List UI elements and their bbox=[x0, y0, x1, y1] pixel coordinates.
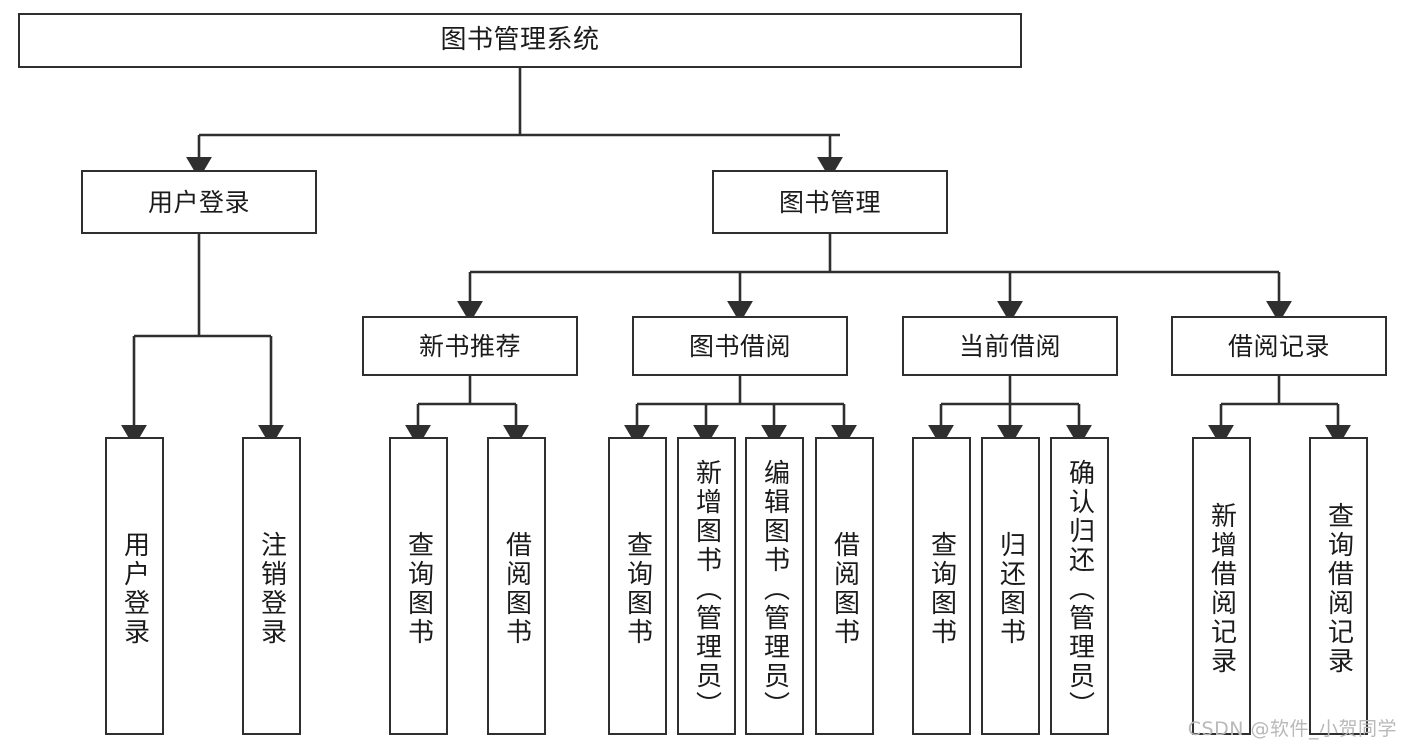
csdn-watermark: CSDN @软件_小贺同学 bbox=[1187, 718, 1397, 740]
leaf-borrow-record-add[interactable]: 新增借阅记录 bbox=[1192, 437, 1251, 735]
node-current-borrow[interactable]: 当前借阅 bbox=[902, 316, 1118, 376]
leaf-book-borrow-add[interactable]: 新增图书（管理员） bbox=[677, 437, 736, 735]
node-label: 新增借阅记录 bbox=[1206, 502, 1237, 676]
node-book-borrow[interactable]: 图书借阅 bbox=[632, 316, 848, 376]
node-label: 查询图书 bbox=[403, 531, 434, 647]
leaf-current-borrow-query[interactable]: 查询图书 bbox=[912, 437, 971, 735]
node-label: 查询借阅记录 bbox=[1323, 502, 1354, 676]
node-borrow-record[interactable]: 借阅记录 bbox=[1171, 316, 1387, 376]
leaf-user-login-logout[interactable]: 注销登录 bbox=[242, 437, 301, 735]
node-book-management-system[interactable]: 图书管理系统 bbox=[18, 13, 1022, 68]
leaf-user-login-login[interactable]: 用户登录 bbox=[105, 437, 164, 735]
node-label: 归还图书 bbox=[995, 531, 1026, 647]
node-label: 用户登录 bbox=[119, 531, 150, 647]
node-label: 查询图书 bbox=[622, 531, 653, 647]
node-label: 查询图书 bbox=[926, 531, 957, 647]
node-label: 编辑图书（管理员） bbox=[759, 458, 790, 720]
node-label: 图书管理 bbox=[778, 187, 881, 217]
leaf-book-borrow-query[interactable]: 查询图书 bbox=[608, 437, 667, 735]
node-label: 注销登录 bbox=[256, 531, 287, 647]
node-label: 图书管理系统 bbox=[440, 25, 600, 56]
leaf-new-book-borrow[interactable]: 借阅图书 bbox=[487, 437, 546, 735]
node-label: 借阅记录 bbox=[1227, 331, 1330, 361]
node-label: 图书借阅 bbox=[688, 331, 791, 361]
leaf-book-borrow-edit[interactable]: 编辑图书（管理员） bbox=[745, 437, 804, 735]
leaf-new-book-query[interactable]: 查询图书 bbox=[389, 437, 448, 735]
leaf-book-borrow-borrow[interactable]: 借阅图书 bbox=[815, 437, 874, 735]
node-new-book-recommend[interactable]: 新书推荐 bbox=[362, 316, 578, 376]
node-label: 确认归还（管理员） bbox=[1064, 458, 1095, 720]
leaf-current-borrow-confirm[interactable]: 确认归还（管理员） bbox=[1050, 437, 1109, 735]
node-label: 新书推荐 bbox=[418, 331, 521, 361]
node-label: 借阅图书 bbox=[829, 531, 860, 647]
node-label: 借阅图书 bbox=[501, 531, 532, 647]
leaf-borrow-record-query[interactable]: 查询借阅记录 bbox=[1309, 437, 1368, 735]
leaf-current-borrow-return[interactable]: 归还图书 bbox=[981, 437, 1040, 735]
node-label: 新增图书（管理员） bbox=[691, 458, 722, 720]
node-label: 用户登录 bbox=[147, 187, 250, 217]
node-user-login[interactable]: 用户登录 bbox=[81, 170, 317, 234]
node-book-management[interactable]: 图书管理 bbox=[712, 170, 948, 234]
node-label: 当前借阅 bbox=[958, 331, 1061, 361]
